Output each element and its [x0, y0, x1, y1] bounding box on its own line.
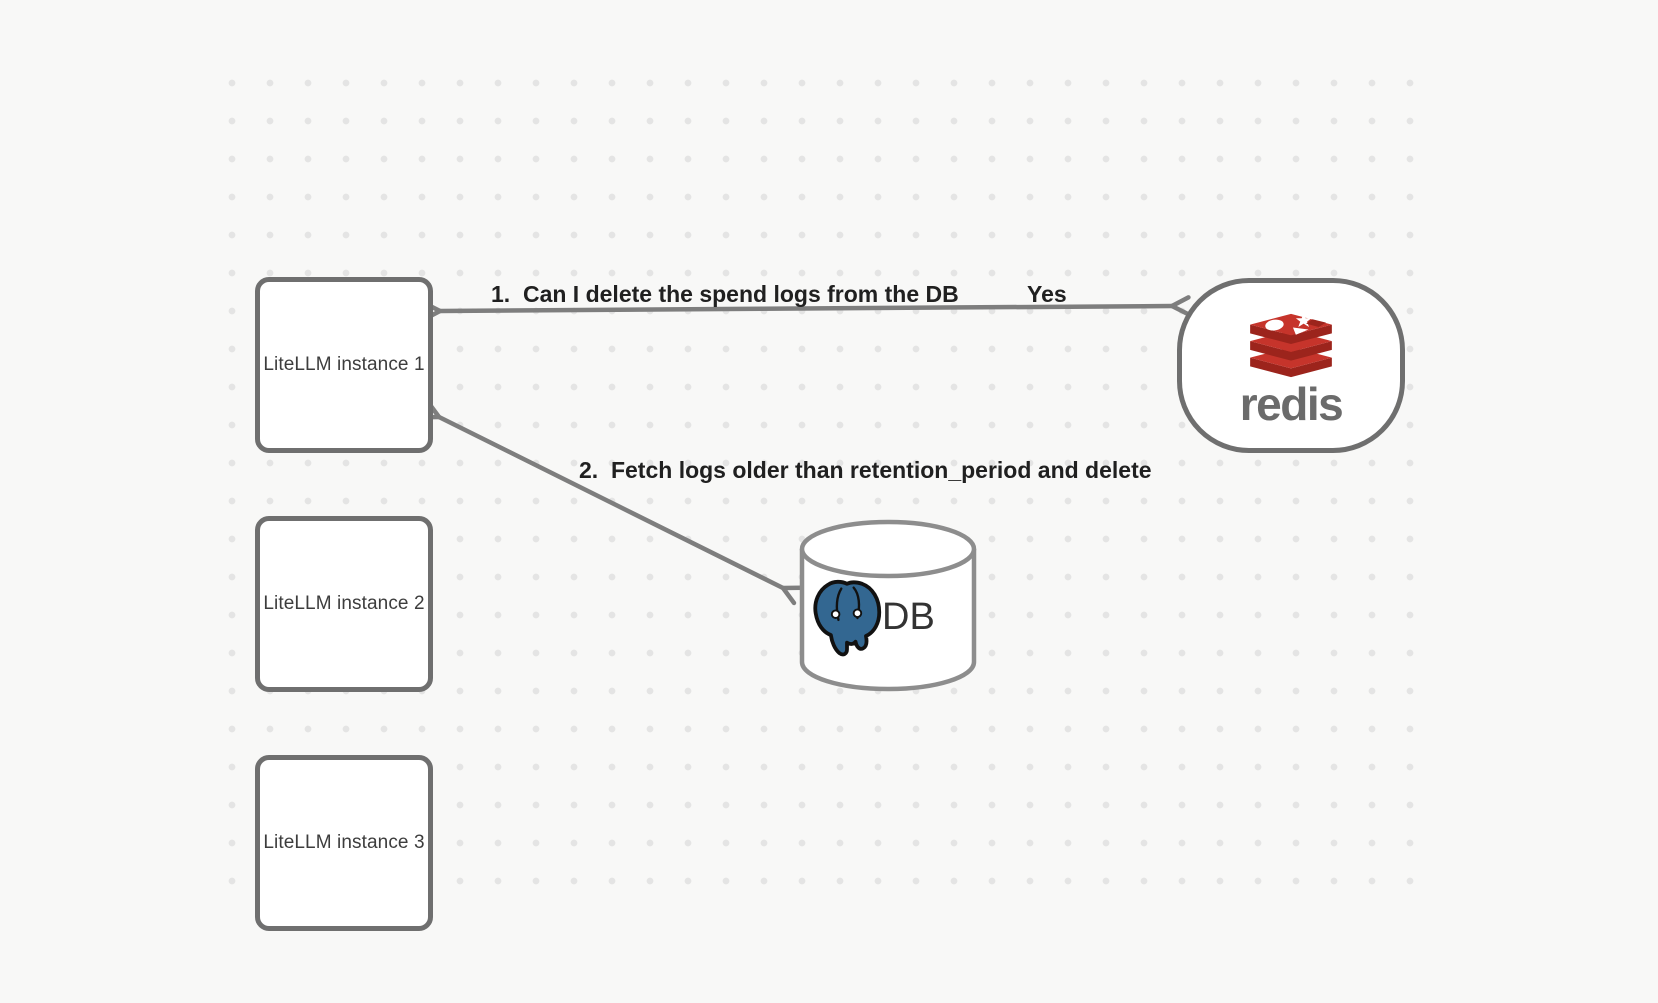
- node-litellm-instance-3[interactable]: LiteLLM instance 3: [255, 755, 433, 931]
- node-redis[interactable]: redis: [1177, 278, 1405, 453]
- edge-label-delete-spend-logs[interactable]: 1. Can I delete the spend logs from the …: [491, 281, 959, 307]
- postgresql-logo-icon: [813, 579, 882, 657]
- redis-wordmark: redis: [1239, 377, 1344, 430]
- node-label: LiteLLM instance 3: [263, 832, 425, 853]
- redis-logo-icon: [1250, 312, 1332, 377]
- db-label: DB: [882, 596, 935, 638]
- node-litellm-instance-2[interactable]: LiteLLM instance 2: [255, 516, 433, 692]
- node-database[interactable]: DB: [797, 516, 979, 692]
- node-label: LiteLLM instance 1: [263, 354, 425, 375]
- node-label: LiteLLM instance 2: [263, 593, 425, 614]
- edge-label-yes[interactable]: Yes: [1027, 281, 1067, 307]
- node-litellm-instance-1[interactable]: LiteLLM instance 1: [255, 277, 433, 453]
- edge-label-fetch-logs[interactable]: 2. Fetch logs older than retention_perio…: [579, 457, 1152, 483]
